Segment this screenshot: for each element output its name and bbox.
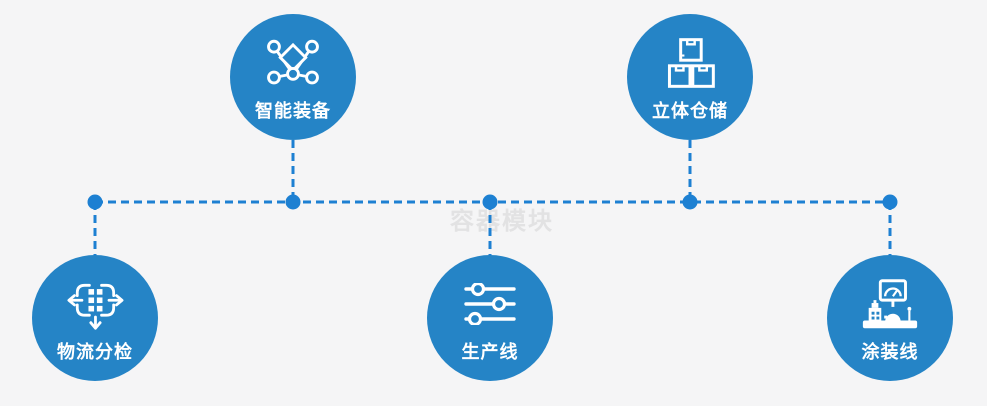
junction-dot: [482, 194, 498, 210]
junction-dot: [682, 194, 698, 210]
node-label: 涂装线: [861, 341, 919, 362]
node-production-line: 生产线: [427, 255, 553, 381]
node-painting-line: 涂装线: [827, 255, 953, 381]
junction-dot: [87, 194, 103, 210]
node-label: 立体仓储: [652, 100, 728, 121]
node-warehouse: 立体仓储: [627, 14, 753, 140]
node-label: 物流分检: [57, 341, 133, 362]
junction-dot: [285, 194, 301, 210]
node-logistics-sorting: 物流分检: [32, 255, 158, 381]
watermark-text: 容器模块: [450, 208, 554, 235]
node-smart-equipment: 智能装备: [230, 14, 356, 140]
network-nodes-icon: [264, 34, 322, 92]
control-station-icon: [859, 275, 921, 333]
node-label: 智能装备: [255, 100, 331, 121]
sliders-icon: [464, 275, 516, 333]
sorting-arrows-icon: [65, 275, 125, 333]
junction-dot: [882, 194, 898, 210]
node-label: 生产线: [461, 341, 519, 362]
stacked-boxes-icon: [662, 34, 718, 92]
